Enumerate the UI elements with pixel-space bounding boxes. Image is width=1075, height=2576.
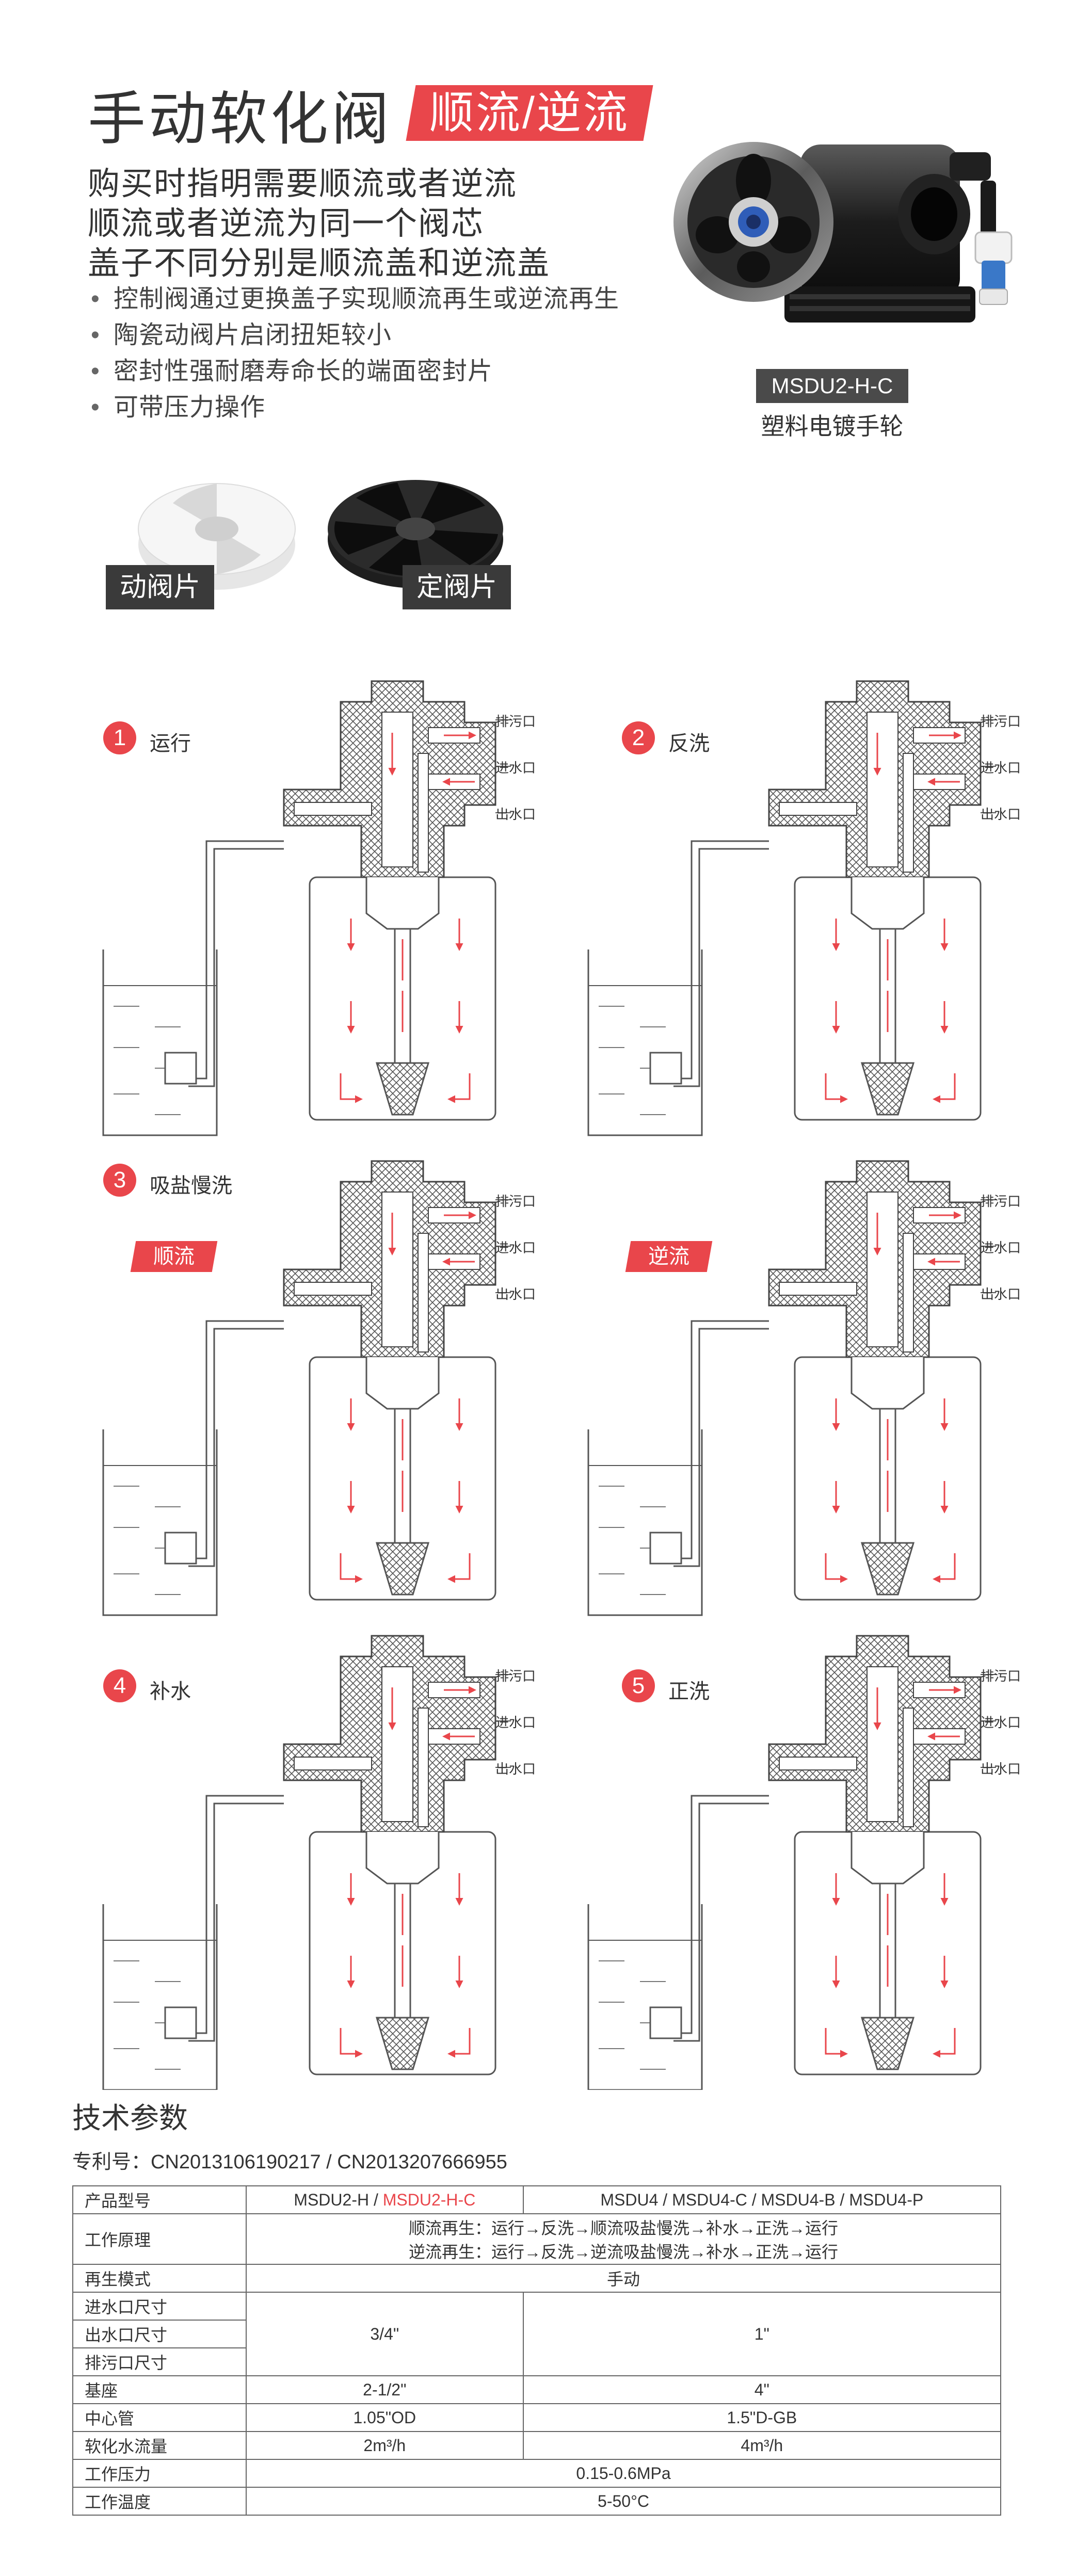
spec-key: 出水口尺寸	[72, 2320, 247, 2348]
port-label-outlet: 出水口	[981, 807, 1021, 822]
step-label-1: 运行	[150, 732, 191, 755]
diagram-run	[103, 681, 511, 1135]
step-label-4: 补水	[150, 1680, 191, 1703]
spec-value: 2m³/h	[246, 2431, 524, 2460]
feature-item: 陶瓷动阀片启闭扭矩较小	[88, 317, 619, 353]
port-label-inlet: 进水口	[981, 1240, 1021, 1255]
spec-key: 工作原理	[72, 2213, 247, 2265]
specs-table: 产品型号 MSDU2-H / MSDU2-H-C MSDU4 / MSDU4-C…	[72, 2185, 1002, 2516]
port-label-drain: 排污口	[981, 714, 1021, 729]
spec-key: 中心管	[72, 2403, 247, 2432]
lead-line-1: 购买时指明需要顺流或者逆流	[88, 166, 518, 202]
spec-key: 工作压力	[72, 2459, 247, 2488]
step-number-2: 2	[622, 721, 655, 754]
diagram-brine-co	[103, 1161, 511, 1615]
feature-list: 控制阀通过更换盖子实现顺流再生或逆流再生 陶瓷动阀片启闭扭矩较小 密封性强耐磨寿…	[88, 281, 619, 426]
port-label-inlet: 进水口	[495, 1240, 536, 1255]
spec-key: 软化水流量	[72, 2431, 247, 2460]
spec-value: MSDU2-H / MSDU2-H-C	[246, 2185, 524, 2214]
spec-value: 2-1/2"	[246, 2375, 524, 2404]
table-row: 基座 2-1/2" 4"	[72, 2375, 1002, 2404]
table-row: 出水口尺寸	[72, 2320, 1001, 2348]
port-label-outlet: 出水口	[495, 1286, 536, 1302]
table-row: 工作原理 顺流再生：运行→反洗→顺流吸盐慢洗→补水→正洗→运行 逆流再生：运行→…	[72, 2213, 1001, 2265]
port-label-drain: 排污口	[981, 1194, 1021, 1209]
feature-item: 可带压力操作	[88, 390, 619, 426]
feature-item: 密封性强耐磨寿命长的端面密封片	[88, 353, 619, 390]
spec-value: 5-50°C	[246, 2487, 1001, 2516]
moving-disc-label: 动阀片	[106, 565, 214, 609]
spec-value: 3/4"	[246, 2292, 524, 2376]
patent-number: 专利号：CN2013106190217 / CN2013207666955	[72, 2151, 507, 2173]
spec-value: 手动	[246, 2264, 1001, 2293]
spec-value: 1.5"D-GB	[522, 2403, 1002, 2432]
spec-value: 1"	[522, 2292, 1002, 2376]
table-row: 工作温度 5-50°C	[72, 2487, 1001, 2516]
spec-value: MSDU4 / MSDU4-C / MSDU4-B / MSDU4-P	[522, 2185, 1002, 2214]
table-row: 再生模式 手动	[72, 2264, 1001, 2293]
port-label-drain: 排污口	[495, 714, 536, 729]
port-label-outlet: 出水口	[981, 1286, 1021, 1302]
page-title: 手动软化阀	[88, 87, 392, 151]
diagram-refill	[103, 1636, 511, 2090]
port-label-drain: 排污口	[981, 1668, 1021, 1684]
spec-key: 工作温度	[72, 2487, 247, 2516]
table-row: 产品型号 MSDU2-H / MSDU2-H-C MSDU4 / MSDU4-C…	[72, 2185, 1002, 2214]
table-row: 进水口尺寸 3/4" 1"	[72, 2292, 1002, 2376]
port-label-inlet: 进水口	[981, 1715, 1021, 1730]
lead-line-3: 盖子不同分别是顺流盖和逆流盖	[88, 246, 551, 281]
port-label-outlet: 出水口	[495, 1761, 536, 1777]
feature-item: 控制阀通过更换盖子实现顺流再生或逆流再生	[88, 281, 619, 317]
spec-value: 4m³/h	[522, 2431, 1002, 2460]
table-row: 软化水流量 2m³/h 4m³/h	[72, 2431, 1002, 2460]
fixed-disc-label: 定阀片	[403, 565, 511, 609]
diagram-rinse	[588, 1636, 996, 2090]
step-label-2: 反洗	[668, 732, 710, 755]
step-number-3: 3	[103, 1164, 136, 1197]
valve-flow-diagrams	[0, 0, 1075, 2090]
moving-disc-image	[138, 483, 296, 590]
diagram-brine-counter	[588, 1161, 996, 1615]
step-label-5: 正洗	[668, 1680, 710, 1703]
port-label-outlet: 出水口	[981, 1761, 1021, 1777]
port-label-outlet: 出水口	[495, 807, 536, 822]
spec-key: 基座	[72, 2375, 247, 2404]
spec-value: 1.05"OD	[246, 2403, 524, 2432]
spec-value: 顺流再生：运行→反洗→顺流吸盐慢洗→补水→正洗→运行 逆流再生：运行→反洗→逆流…	[246, 2213, 1001, 2265]
spec-value: 4"	[522, 2375, 1002, 2404]
port-label-inlet: 进水口	[495, 1715, 536, 1730]
spec-value: 0.15-0.6MPa	[246, 2459, 1001, 2488]
diagram-backwash	[588, 681, 996, 1135]
fixed-disc-image	[328, 480, 503, 588]
port-label-inlet: 进水口	[495, 760, 536, 776]
product-model-tag: MSDU2-H-C	[756, 369, 908, 403]
spec-key: 排污口尺寸	[72, 2347, 247, 2376]
spec-key: 产品型号	[72, 2185, 247, 2214]
table-row: 排污口尺寸	[72, 2347, 1001, 2376]
port-label-drain: 排污口	[495, 1668, 536, 1684]
step-label-3: 吸盐慢洗	[150, 1174, 232, 1197]
step-number-5: 5	[622, 1669, 655, 1702]
product-description: 塑料电镀手轮	[761, 413, 904, 440]
specs-title: 技术参数	[72, 2102, 188, 2134]
step-number-4: 4	[103, 1669, 136, 1702]
valve-product-image	[673, 142, 1013, 323]
table-row: 中心管 1.05"OD 1.5"D-GB	[72, 2403, 1002, 2432]
port-label-inlet: 进水口	[981, 760, 1021, 776]
table-row: 工作压力 0.15-0.6MPa	[72, 2459, 1001, 2488]
lead-line-2: 顺流或者逆流为同一个阀芯	[88, 206, 485, 242]
step-number-1: 1	[103, 721, 136, 754]
spec-key: 再生模式	[72, 2264, 247, 2293]
spec-key: 进水口尺寸	[72, 2292, 247, 2321]
port-label-drain: 排污口	[495, 1194, 536, 1209]
